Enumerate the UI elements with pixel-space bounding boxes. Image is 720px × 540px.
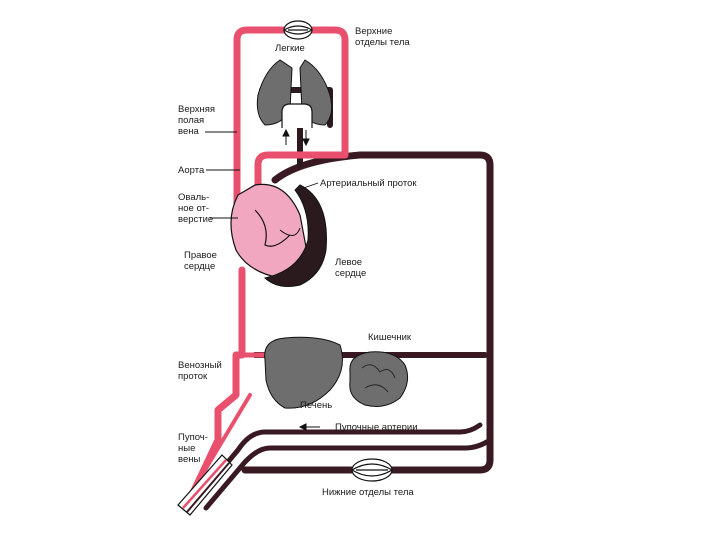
- right-heart-label-line2: сердце: [184, 261, 215, 272]
- upper-body-label-line2: отделы тела: [355, 37, 410, 48]
- umbilical-arrow: [298, 423, 320, 431]
- liver-label: Печень: [300, 400, 332, 411]
- systemic-return-vessel: [271, 151, 494, 474]
- aorta-vessel: [254, 136, 349, 209]
- umbilical-cord: [177, 454, 233, 516]
- umbilical-artery-upper: [193, 422, 483, 503]
- foramen-ovale-label-line2: ное от-: [178, 203, 209, 214]
- svc-label-line1: Верхняя: [178, 104, 215, 115]
- umbilical-veins-label-line3: вены: [178, 454, 200, 465]
- heart-shape: [230, 183, 327, 287]
- intestine-folds: [361, 364, 396, 393]
- umbilical-veins-label-line1: Пупоч-: [178, 432, 208, 443]
- lower-body-capillaries: [351, 458, 393, 482]
- svc-label-line2: полая: [178, 115, 204, 126]
- foramen-ovale-label-line3: верстие: [178, 214, 213, 225]
- lung-arrows: [282, 128, 310, 147]
- ductus-arteriosus-label: Артериальный проток: [320, 178, 417, 189]
- liver-shape: [264, 336, 343, 409]
- leader-lines: [205, 131, 319, 219]
- foramen-ovale-line: [254, 209, 291, 247]
- oxygenated-vessels: [186, 26, 349, 502]
- intestine-shape: [349, 351, 409, 407]
- umbilical-veins-label-line2: ные: [178, 443, 195, 454]
- upper-body-label-line1: Верхние: [355, 26, 392, 37]
- lower-body-label: Нижние отделы тела: [322, 487, 414, 498]
- right-heart-label-line1: Правое: [184, 250, 217, 261]
- svc-label-line3: вена: [178, 126, 199, 137]
- ductus-venosus-label-line2: проток: [178, 371, 208, 382]
- umbilical-artery-lower: [203, 437, 493, 511]
- ductus-venosus-label-line1: Венозный: [178, 360, 222, 371]
- upper-body-capillaries: [283, 20, 313, 40]
- left-heart-label-line2: сердце: [335, 268, 366, 279]
- lung-connector: [281, 103, 313, 128]
- aorta-label: Аорта: [178, 165, 205, 176]
- left-heart-chambers: [263, 184, 327, 287]
- foramen-ovale-label-line1: Оваль-: [178, 192, 209, 203]
- left-heart-label-line1: Левое: [335, 257, 362, 268]
- intestine-label: Кишечник: [368, 332, 412, 343]
- heart-valve-line: [279, 227, 301, 236]
- lungs-label: Легкие: [275, 43, 305, 54]
- umbilical-arteries-label: Пупочные артерии: [335, 422, 418, 433]
